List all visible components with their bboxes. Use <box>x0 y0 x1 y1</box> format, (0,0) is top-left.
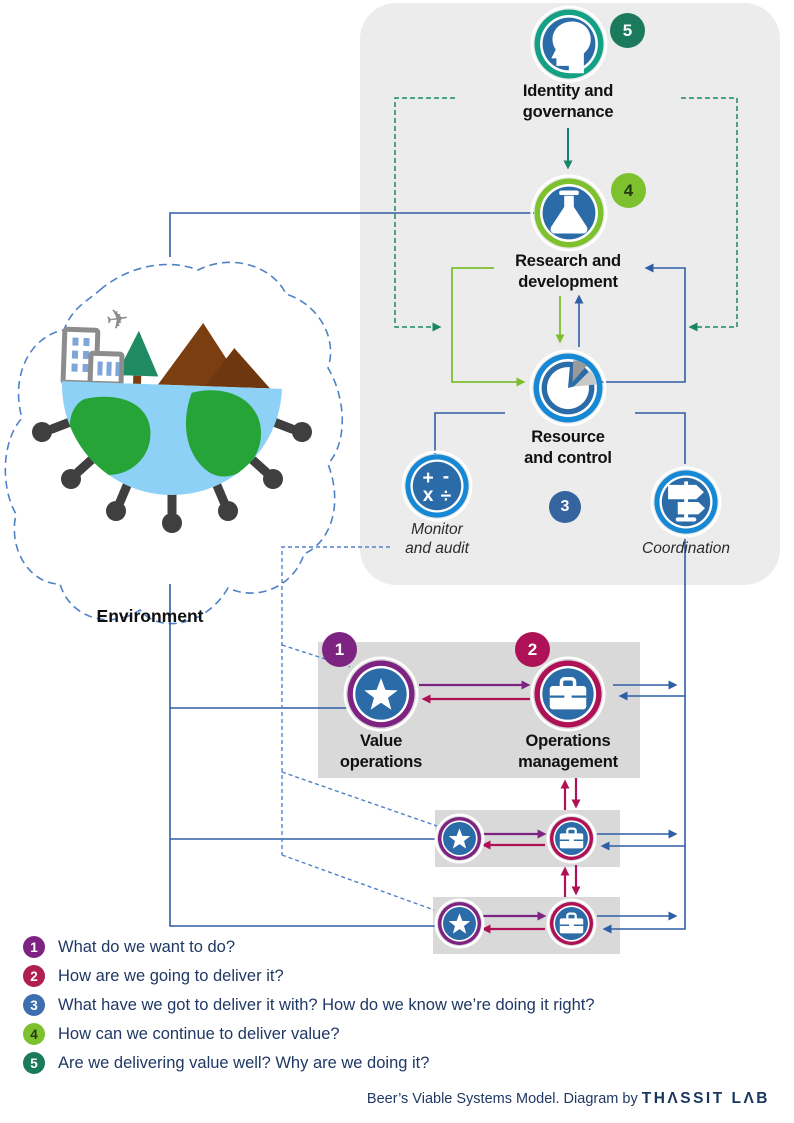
legend-item-5: 5 Are we delivering value well? Why are … <box>23 1052 595 1074</box>
coordination-icon <box>653 469 719 535</box>
operations-management-icon-3 <box>549 901 594 946</box>
tree-icon <box>116 330 159 377</box>
resource-control-icon <box>532 352 604 424</box>
signpost-glyph <box>668 481 705 522</box>
research-development-label: Research and development <box>515 252 621 291</box>
identity-governance-icon <box>533 8 605 80</box>
legend-item-2: 2 How are we going to deliver it? <box>23 965 595 987</box>
badge-1: 1 <box>322 632 357 667</box>
briefcase-glyph <box>559 912 584 934</box>
calculator-glyph: + - x ÷ <box>422 467 451 507</box>
svg-text:-: - <box>443 467 449 488</box>
monitor-audit-label: Monitor and audit <box>405 521 469 557</box>
tree-trunk <box>132 375 142 385</box>
operations-management-icon-2 <box>549 816 594 861</box>
briefcase-glyph <box>559 827 584 849</box>
badge-3-number: 3 <box>560 498 570 515</box>
environment-blob-outline <box>4 261 343 625</box>
legend-item-3: 3 What have we got to deliver it with? H… <box>23 994 595 1016</box>
legend-text-3: What have we got to deliver it with? How… <box>58 995 595 1014</box>
environment-label: Environment <box>96 606 204 626</box>
brand-logo: THΛSSIT LΛB <box>641 1090 770 1107</box>
legend-item-1: 1 What do we want to do? <box>23 936 595 958</box>
legend-badge-3: 3 <box>23 994 45 1016</box>
badge-3: 3 <box>549 491 581 523</box>
mountain-icon <box>158 323 245 388</box>
legend-badge-5: 5 <box>23 1052 45 1074</box>
attribution: Beer’s Viable Systems Model. Diagram by … <box>0 1090 770 1108</box>
attribution-text: Beer’s Viable Systems Model. Diagram by <box>366 1091 642 1107</box>
legend-text-2: How are we going to deliver it? <box>58 966 284 985</box>
environment-illustration: ✈ <box>4 261 343 625</box>
value-operations-label: Value operations <box>339 732 423 771</box>
coordination-label: Coordination <box>642 540 730 557</box>
svg-text:÷: ÷ <box>441 486 452 507</box>
legend-item-4: 4 How can we continue to deliver value? <box>23 1023 595 1045</box>
legend-text-1: What do we want to do? <box>58 937 236 956</box>
star-glyph <box>448 913 471 934</box>
badge-5-number: 5 <box>622 20 633 40</box>
airplane-icon: ✈ <box>104 303 131 336</box>
identity-governance-label: Identity and governance <box>522 82 614 121</box>
legend-badge-4: 4 <box>23 1023 45 1045</box>
legend-text-4: How can we continue to deliver value? <box>58 1024 340 1043</box>
badge-4-number: 4 <box>623 180 634 200</box>
star-glyph <box>364 677 398 710</box>
monitor-audit-icon: + - x ÷ <box>404 453 470 519</box>
svg-text:+: + <box>422 468 433 489</box>
legend: 1 What do we want to do? 2 How are we go… <box>23 936 595 1081</box>
value-operations-icon <box>346 659 416 729</box>
badge-5: 5 <box>610 13 645 48</box>
badge-2-number: 2 <box>527 639 538 659</box>
star-glyph <box>448 828 471 849</box>
globe-connector-legs <box>32 414 312 533</box>
globe-icon <box>62 381 282 495</box>
badge-2: 2 <box>515 632 550 667</box>
resource-control-label: Resource and control <box>524 428 612 467</box>
pie-chart-glyph <box>546 360 597 410</box>
research-development-icon <box>533 177 605 249</box>
legend-badge-1: 1 <box>23 936 45 958</box>
briefcase-glyph <box>549 676 587 710</box>
svg-text:x: x <box>423 485 434 506</box>
badge-4: 4 <box>611 173 646 208</box>
operations-management-label: Operations management <box>518 732 618 771</box>
legend-text-5: Are we delivering value well? Why are we… <box>58 1053 430 1072</box>
flask-glyph <box>550 190 588 234</box>
head-profile-glyph <box>551 21 591 74</box>
legend-badge-2: 2 <box>23 965 45 987</box>
buildings-icon <box>60 326 125 387</box>
value-operations-icon-3 <box>437 901 482 946</box>
value-operations-icon-2 <box>437 816 482 861</box>
badge-1-number: 1 <box>334 639 345 659</box>
mountain-icon <box>204 348 270 389</box>
operations-management-icon <box>533 659 603 729</box>
